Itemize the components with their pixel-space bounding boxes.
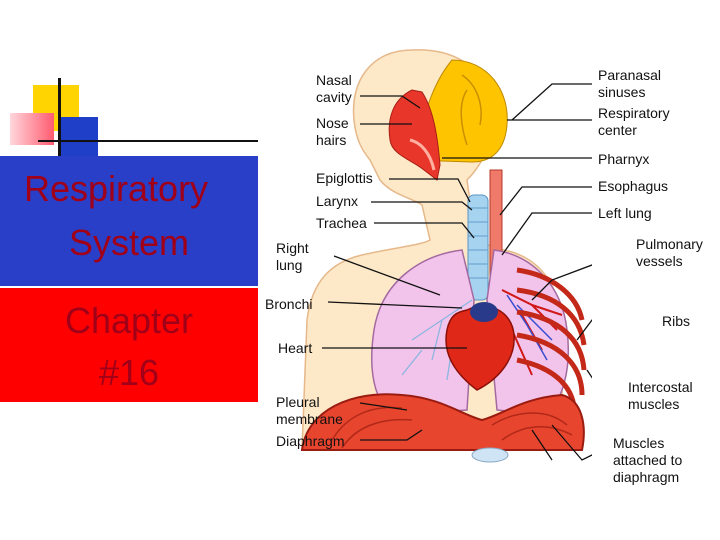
respiratory-system-illustration [300, 49, 592, 463]
chapter-panel [0, 288, 258, 402]
label-nasal-cavity: Nasal cavity [316, 72, 352, 105]
diaphragm [300, 393, 585, 451]
heart [445, 305, 515, 391]
decor-blue-square [58, 117, 98, 157]
slide-title-line1: Respiratory [24, 168, 209, 209]
label-nose-hairs: Nose hairs [316, 115, 349, 148]
chapter-label: Chapter [64, 300, 194, 341]
label-paranasal-sinuses: Paranasal sinuses [598, 67, 662, 100]
nasal-passage [388, 89, 441, 181]
label-pharnyx: Pharnyx [598, 151, 650, 167]
label-right-lung: Right lung [276, 240, 309, 273]
label-muscles-attached-to-diaphragm: Muscles attached to diaphragm [613, 435, 683, 485]
title-panel [0, 156, 258, 286]
label-bronchi: Bronchi [265, 296, 313, 312]
decor-horizontal-line [38, 140, 258, 142]
leader-lines [322, 83, 592, 461]
label-respiratory-center: Respiratory center [598, 105, 670, 138]
slide-title-line2: System [68, 222, 190, 263]
decor-pink-square [10, 113, 54, 145]
label-larynx: Larynx [316, 193, 359, 209]
label-trachea: Trachea [316, 215, 367, 231]
label-esophagus: Esophagus [598, 178, 669, 194]
label-heart: Heart [278, 340, 313, 356]
label-epiglottis: Epiglottis [316, 170, 373, 186]
label-diaphragm: Diaphragm [276, 433, 345, 449]
decor-vertical-line [58, 78, 61, 160]
label-intercostal-muscles: Intercostal muscles [628, 379, 693, 412]
trachea-tube [467, 194, 489, 301]
label-pulmonary-vessels: Pulmonary vessels [636, 236, 703, 269]
chapter-number: #16 [98, 352, 160, 393]
label-ribs: Ribs [662, 313, 691, 329]
label-left-lung: Left lung [598, 205, 652, 221]
label-pleural-membrane: Pleural membrane [276, 394, 343, 427]
